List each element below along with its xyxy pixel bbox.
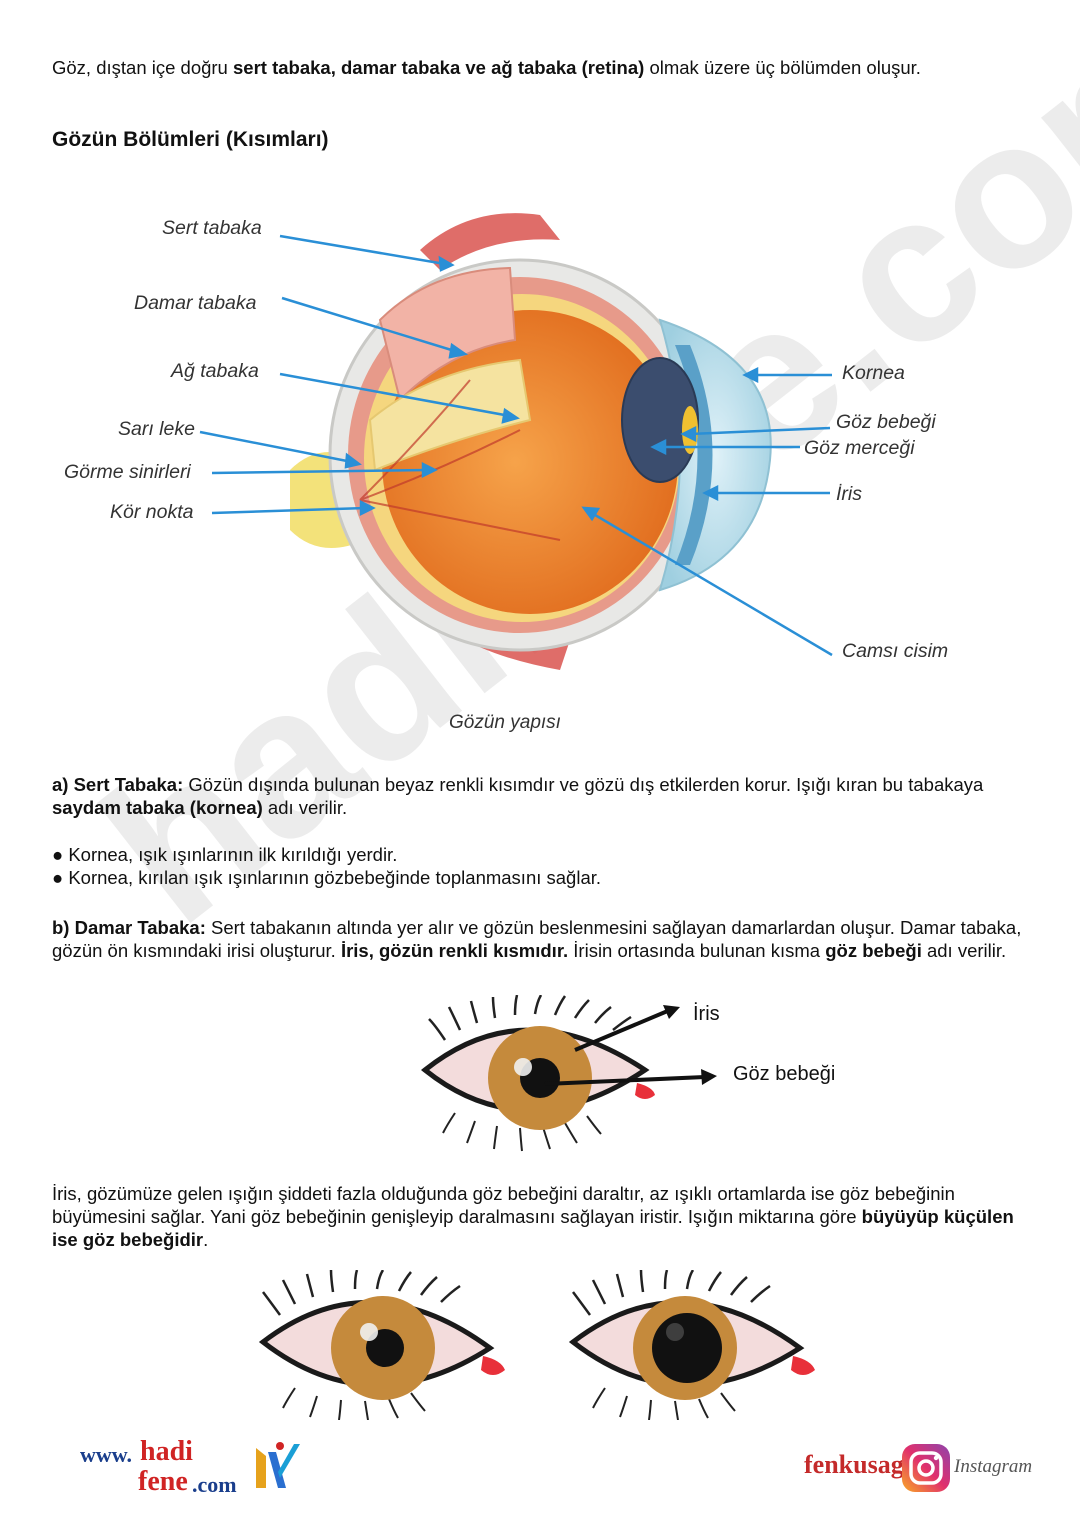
label-ag-tabaka: Ağ tabaka — [170, 360, 259, 382]
label-gorme-sinirleri: Görme sinirleri — [64, 461, 191, 483]
section-b-paragraph: b) Damar Tabaka: Sert tabakanın altında … — [52, 917, 1022, 961]
section-a-paragraph: a) Sert Tabaka: Gözün dışında bulunan be… — [52, 774, 984, 818]
label-goz-mercegi: Göz merceği — [804, 437, 915, 459]
logo-com: .com — [192, 1472, 237, 1497]
choroid-cutaway — [378, 266, 517, 402]
eye-highlight — [514, 1058, 532, 1076]
pupil-arrow-head — [701, 1069, 717, 1085]
eye-illustration — [420, 995, 717, 1152]
instagram-text: Instagram — [954, 1456, 1033, 1477]
label-goz-bebegi: Göz bebeği — [836, 411, 936, 433]
eye-constricted-pupil — [258, 1270, 505, 1420]
diagram-caption: Gözün yapısı — [449, 712, 561, 733]
label-damar-tabaka: Damar tabaka — [134, 292, 257, 314]
logo-hadi: hadi — [140, 1436, 193, 1467]
eye-label-iris: İris — [693, 1003, 720, 1025]
eye-dilated-pupil — [568, 1270, 815, 1420]
instagram-icon — [902, 1444, 950, 1492]
eye-muscle-top — [420, 213, 560, 270]
blood-vessels — [359, 379, 561, 541]
caruncle — [635, 1083, 655, 1099]
label-camsi-cisim: Camsı cisim — [842, 640, 948, 662]
label-sert-tabaka: Sert tabaka — [162, 217, 262, 239]
upper-eyelashes — [428, 995, 632, 1041]
logo-fene: fene — [138, 1466, 188, 1497]
label-arrows — [199, 234, 833, 657]
section-heading: Gözün Bölümleri (Kısımları) — [52, 128, 329, 151]
intro-paragraph: Göz, dıştan içe doğru sert tabaka, damar… — [52, 57, 921, 78]
eye-anatomy-diagram: Sert tabaka Damar tabaka Ağ tabaka Sarı … — [64, 213, 948, 670]
kornea-bullet-2: ● Kornea, kırılan ışık ışınlarının gözbe… — [52, 867, 602, 888]
label-kornea: Kornea — [842, 362, 905, 384]
label-iris: İris — [836, 483, 862, 505]
lower-eyelashes — [442, 1112, 602, 1152]
hadifene-logo[interactable]: www. hadi fene .com — [80, 1436, 310, 1500]
book-logo-icon — [256, 1442, 300, 1488]
iris-arrow-head — [663, 1005, 680, 1019]
pupil-arrow — [544, 1075, 706, 1086]
iris-shape — [675, 345, 713, 565]
label-kor-nokta: Kör nokta — [110, 501, 194, 523]
iris-arrow — [574, 1008, 671, 1052]
eye-label-goz-bebegi: Göz bebeği — [733, 1063, 836, 1085]
lens-shape — [621, 357, 699, 483]
kornea-bullet-1: ● Kornea, ışık ışınlarının ilk kırıldığı… — [52, 844, 398, 865]
iris-paragraph: İris, gözümüze gelen ışığın şiddeti fazl… — [52, 1183, 1014, 1250]
retina-cutaway — [368, 358, 532, 472]
brand-fenkusagi: fenkusagi — [804, 1450, 911, 1479]
logo-www: www. — [80, 1442, 132, 1467]
fenkusagi-instagram[interactable]: fenkusagi Instagram — [800, 1440, 1040, 1500]
label-sari-leke: Sarı leke — [118, 418, 195, 440]
